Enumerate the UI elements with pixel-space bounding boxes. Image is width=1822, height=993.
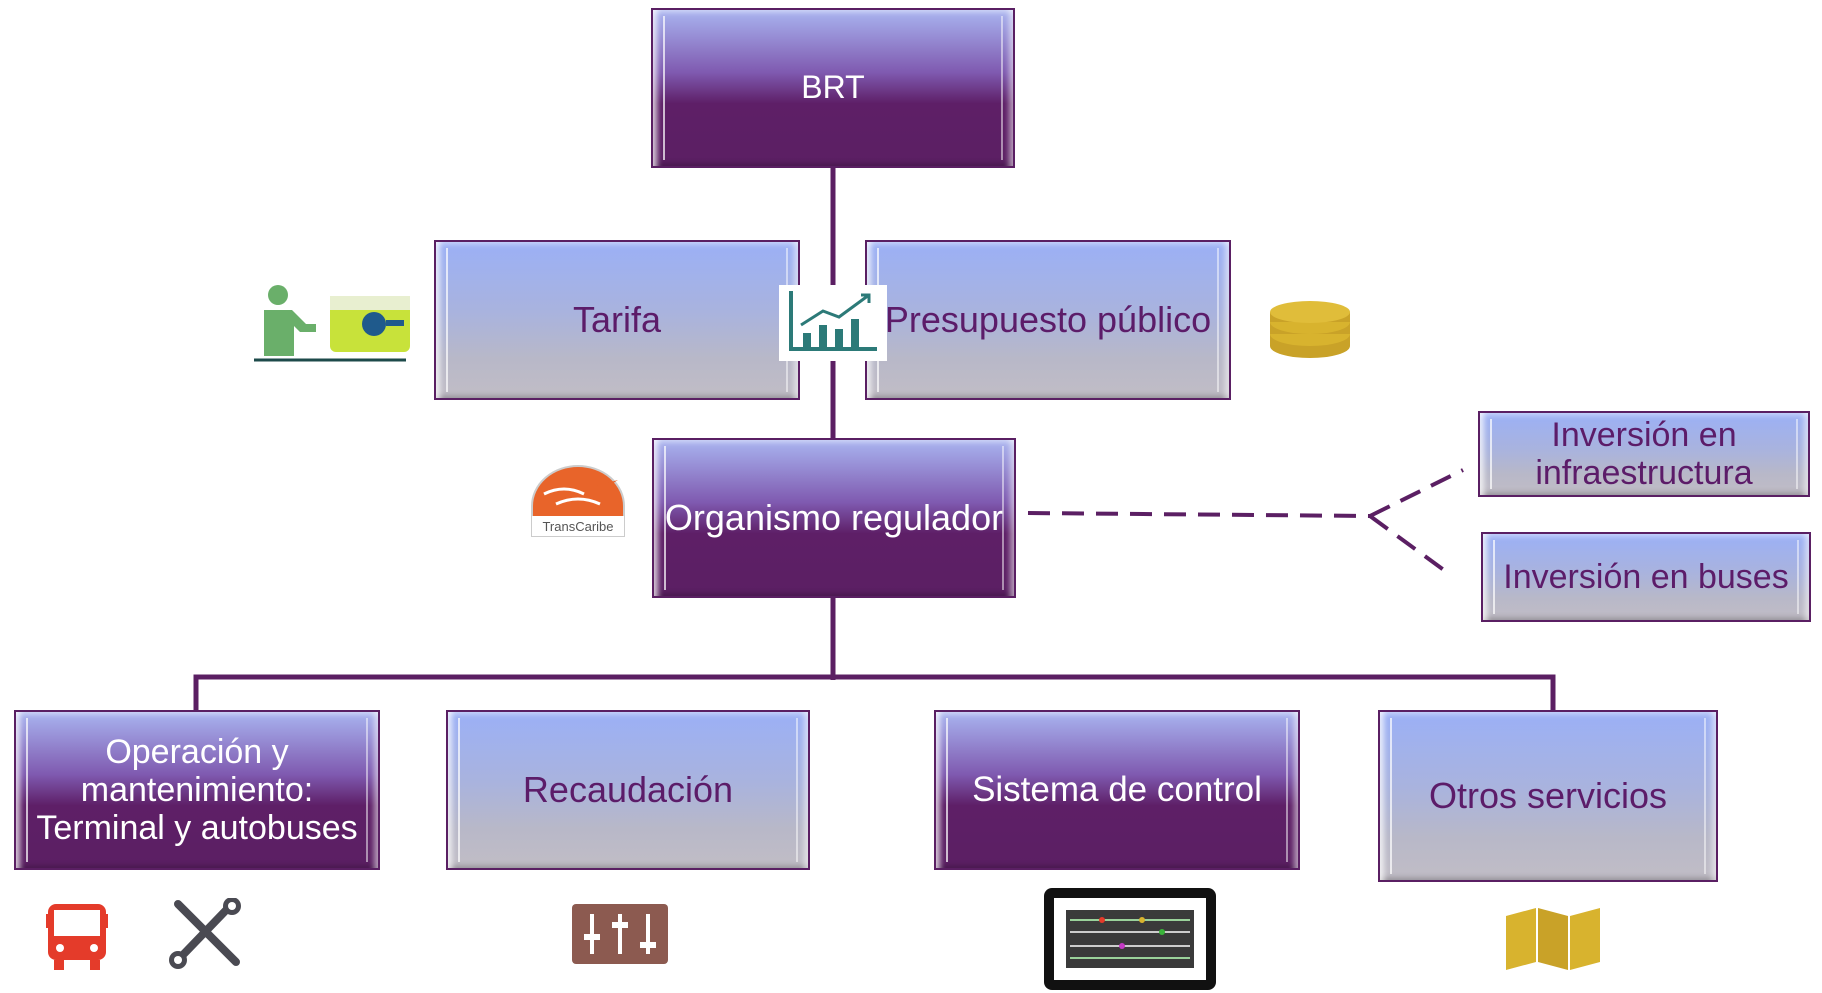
node-inversion-infraestructura: Inversión en infraestructura xyxy=(1478,411,1810,497)
node-buses-label: Inversión en buses xyxy=(1503,557,1789,596)
tools-icon xyxy=(169,898,241,969)
transcaribe-logo-text: TransCaribe xyxy=(542,519,613,534)
node-presupuesto: Presupuesto público xyxy=(865,240,1231,400)
node-brt-label: BRT xyxy=(801,69,865,106)
node-sistema-label: Sistema de control xyxy=(972,770,1262,810)
equalizer-icon xyxy=(572,904,668,964)
map-icon xyxy=(1506,908,1600,970)
node-infra-label: Inversión en infraestructura xyxy=(1535,415,1753,492)
dashed-connector-infra xyxy=(1369,468,1464,518)
node-brt: BRT xyxy=(651,8,1015,168)
person-card-icon xyxy=(254,285,410,362)
node-recaudacion-label: Recaudación xyxy=(522,768,734,810)
node-otros-servicios: Otros servicios xyxy=(1378,710,1718,882)
bus-icon xyxy=(46,904,108,970)
monitor-icon xyxy=(1044,888,1216,990)
node-operacion: Operación y mantenimiento: Terminal y au… xyxy=(14,710,380,870)
node-operacion-label: Operación y mantenimiento: Terminal y au… xyxy=(36,732,358,848)
node-tarifa: Tarifa xyxy=(434,240,800,400)
node-otros-label: Otros servicios xyxy=(1428,774,1668,816)
chart-icon xyxy=(779,285,887,361)
node-organismo-label: Organismo regulador xyxy=(664,496,1004,538)
node-tarifa-label: Tarifa xyxy=(572,298,662,340)
node-sistema-control: Sistema de control xyxy=(934,710,1300,870)
transcaribe-logo: TransCaribe xyxy=(531,465,625,537)
node-recaudacion: Recaudación xyxy=(446,710,810,870)
coins-icon xyxy=(1270,301,1350,358)
node-inversion-buses: Inversión en buses xyxy=(1481,532,1811,622)
connector-services-bus xyxy=(193,674,1556,710)
dashed-connector-main xyxy=(1027,511,1371,518)
dashed-connector-buses xyxy=(1368,514,1454,578)
node-presupuesto-label: Presupuesto público xyxy=(884,298,1212,340)
node-organismo-regulador: Organismo regulador xyxy=(652,438,1016,598)
